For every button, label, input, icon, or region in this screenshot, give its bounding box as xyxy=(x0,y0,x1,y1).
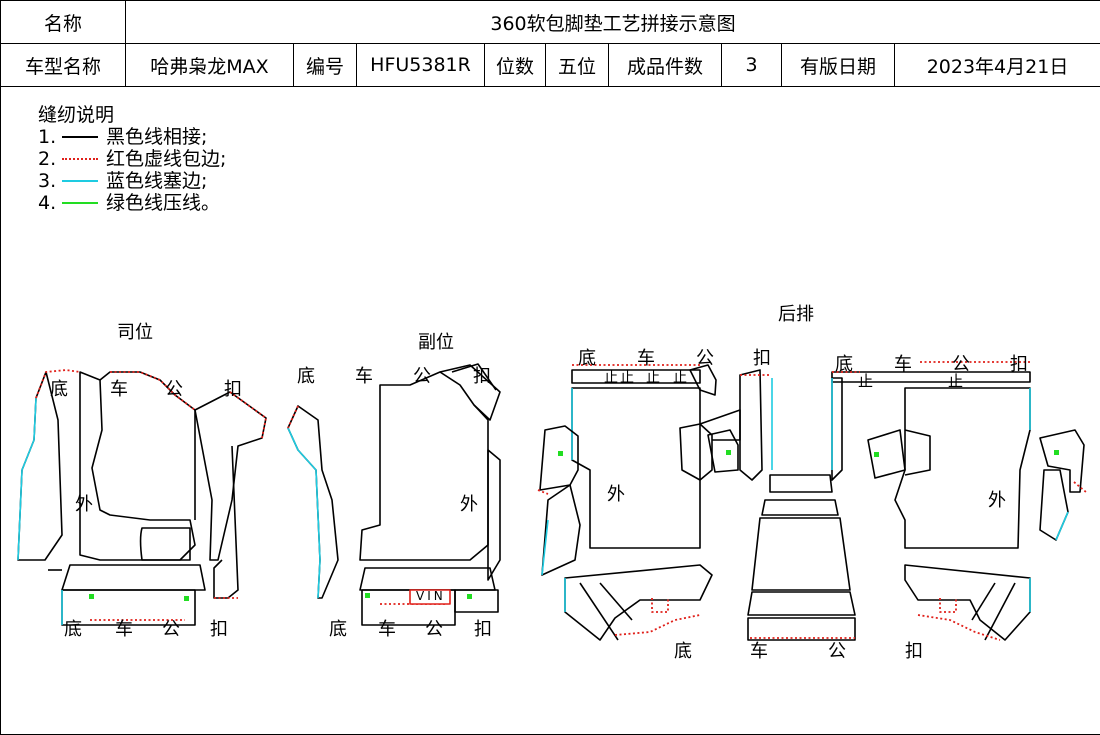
label-kou: 扣 xyxy=(210,615,228,641)
label-di: 底 xyxy=(329,615,347,641)
label-di: 底 xyxy=(50,375,68,401)
label-di: 底 xyxy=(578,344,596,370)
label-kou: 扣 xyxy=(224,375,242,401)
driver-section-title: 司位 xyxy=(117,318,153,344)
label-kou: 扣 xyxy=(474,615,492,641)
label-zhi: 止 xyxy=(620,367,634,387)
label-wai: 外 xyxy=(75,490,93,516)
label-di: 底 xyxy=(674,637,692,663)
label-gong: 公 xyxy=(413,362,431,388)
label-zhi: 止 xyxy=(948,370,963,391)
driver-mat-group xyxy=(18,370,266,625)
label-gong: 公 xyxy=(165,375,183,401)
label-che: 车 xyxy=(378,615,396,641)
vin-window-label: VIN xyxy=(416,589,446,603)
label-kou: 扣 xyxy=(905,637,923,663)
label-zhi: 止 xyxy=(646,367,660,387)
label-kou: 扣 xyxy=(1010,350,1028,376)
label-che: 车 xyxy=(750,637,768,663)
label-che: 车 xyxy=(355,362,373,388)
label-kou: 扣 xyxy=(473,362,491,388)
rear-section-title: 后排 xyxy=(778,300,814,326)
label-wai: 外 xyxy=(607,480,625,506)
label-gong: 公 xyxy=(828,637,846,663)
label-wai: 外 xyxy=(988,486,1006,512)
label-zhi: 止 xyxy=(604,367,618,387)
label-che: 车 xyxy=(110,375,128,401)
label-kou: 扣 xyxy=(753,344,771,370)
label-gong: 公 xyxy=(696,344,714,370)
label-gong: 公 xyxy=(162,615,180,641)
label-di: 底 xyxy=(64,615,82,641)
label-wai: 外 xyxy=(460,490,478,516)
label-di: 底 xyxy=(297,362,315,388)
label-di: 底 xyxy=(835,350,853,376)
label-zhi: 止 xyxy=(858,370,873,391)
passenger-section-title: 副位 xyxy=(418,328,454,354)
label-gong: 公 xyxy=(425,615,443,641)
label-che: 车 xyxy=(115,615,133,641)
label-che: 车 xyxy=(894,350,912,376)
label-zhi: 止 xyxy=(673,367,687,387)
